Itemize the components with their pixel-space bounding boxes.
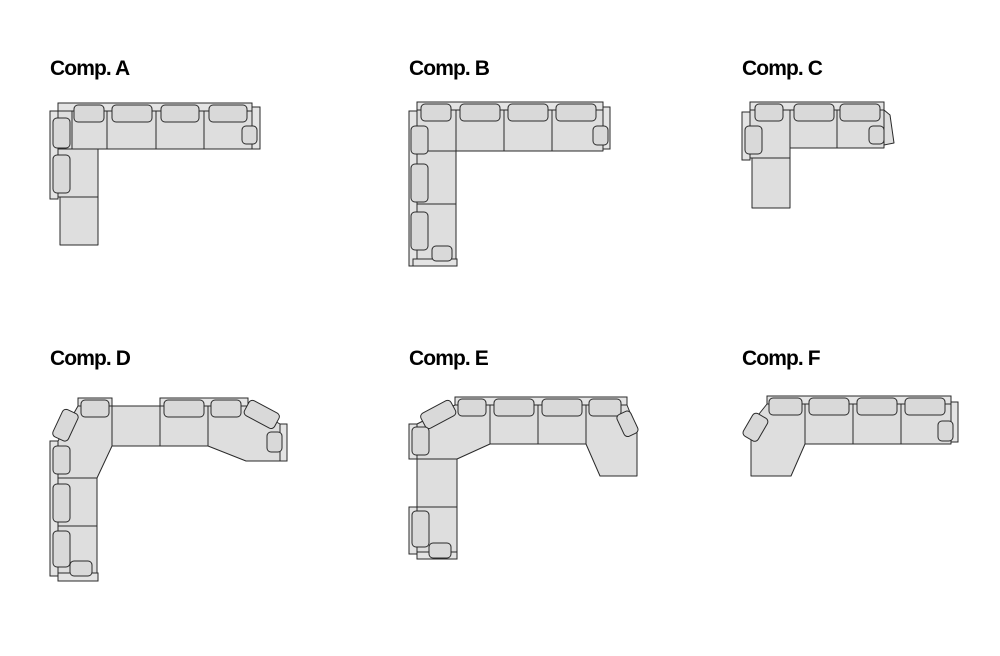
comp-b-cushion (431, 245, 453, 262)
comp-f-cushion (808, 397, 850, 416)
comp-c-cushion (793, 103, 835, 122)
comp-d-seat (111, 405, 161, 447)
comp-a-chaise (59, 196, 99, 246)
comp-f-cushion (856, 397, 898, 416)
comp-e-cushion (541, 398, 583, 417)
comp-e-cushion (588, 398, 622, 417)
comp-e-cushion (411, 510, 430, 548)
comp-d-cushion (52, 530, 71, 568)
comp-b-drawing (408, 101, 611, 267)
comp-d-drawing (49, 397, 288, 582)
comp-c-cushion (744, 125, 763, 155)
comp-d-cushion (69, 560, 93, 577)
comp-a-cushion (208, 104, 248, 123)
comp-b-cushion (507, 103, 549, 122)
comp-f-drawing (742, 395, 959, 477)
comp-a-cushion (160, 104, 200, 123)
comp-d-cushion (243, 399, 280, 430)
comp-a-cushion (241, 125, 258, 145)
comp-d-cushion (80, 399, 110, 418)
comp-e-cushion (616, 410, 639, 438)
comp-f-cushion (937, 420, 954, 442)
comp-d-cushion (52, 445, 71, 475)
comp-e-seat (416, 458, 458, 508)
comp-d-cushion (52, 408, 79, 442)
comp-f-cushion (742, 412, 769, 442)
comp-f-title: Comp. F (742, 347, 821, 370)
comp-a-cushion (111, 104, 153, 123)
comp-f-cushion (768, 397, 803, 416)
comp-c-arm-wedge (883, 109, 895, 146)
comp-d-cushion (266, 431, 283, 453)
comp-a-cushion (73, 104, 105, 123)
comp-b-cushion (555, 103, 597, 122)
comp-d-cushion (52, 483, 71, 523)
comp-d-cushion (163, 399, 205, 418)
comp-e-cushion (411, 426, 430, 456)
comp-b-cushion (592, 125, 609, 146)
comp-b-cushion (420, 103, 452, 122)
comp-f-cushion (904, 397, 946, 416)
comp-b-cushion (410, 211, 429, 251)
comp-a-cushion (52, 154, 71, 194)
comp-e-title: Comp. E (409, 347, 489, 370)
comp-b-title: Comp. B (409, 57, 490, 80)
comp-b-cushion (410, 163, 429, 203)
comp-b-cushion (410, 125, 429, 155)
comp-c-cushion (839, 103, 881, 122)
comp-a-title: Comp. A (50, 57, 130, 80)
comp-e-cushion (428, 542, 452, 559)
comp-e-cushion (493, 398, 535, 417)
comp-c-cushion (868, 125, 885, 145)
comp-c-chaise (751, 157, 791, 209)
comp-e-drawing (408, 396, 639, 560)
comp-b-cushion (459, 103, 501, 122)
comp-e-cushion (457, 398, 487, 417)
comp-c-title: Comp. C (742, 57, 823, 80)
comp-d-cushion (210, 399, 242, 418)
comp-a-drawing (49, 102, 261, 246)
comp-a-cushion (52, 117, 71, 149)
comp-d-title: Comp. D (50, 347, 131, 370)
comp-c-cushion (754, 103, 784, 122)
comp-e-cushion (420, 399, 457, 430)
comp-c-drawing (741, 101, 895, 209)
